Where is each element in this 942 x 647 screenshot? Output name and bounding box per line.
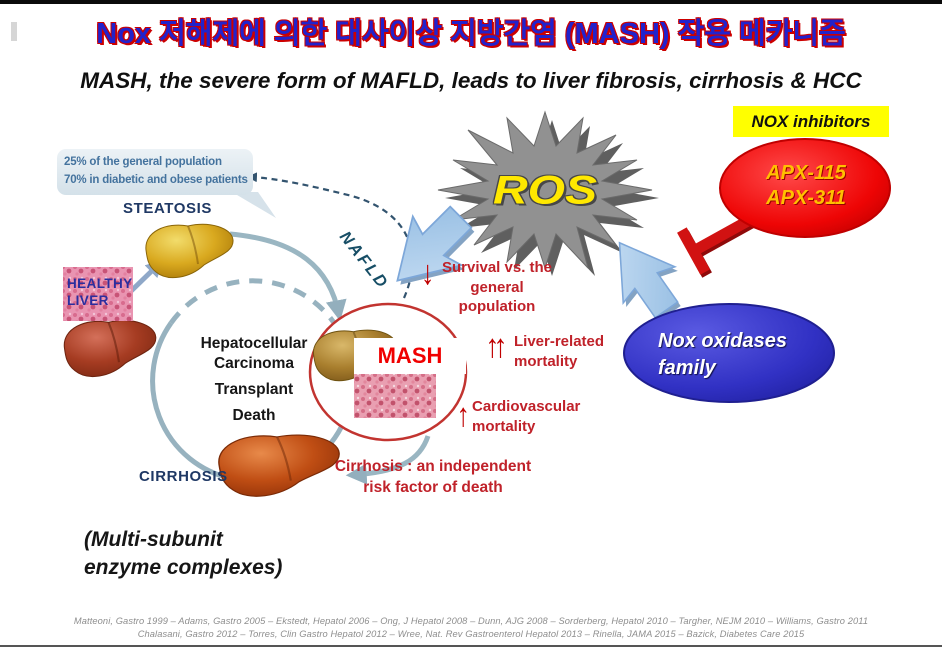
healthy-liver-histology-image bbox=[63, 267, 133, 321]
apx-311-label: APX-311 bbox=[766, 187, 846, 209]
ros-label: ROS bbox=[492, 168, 598, 213]
cirrhosis-label: CIRRHOSIS bbox=[139, 468, 228, 485]
double-up-arrow-icon: ↑↑ bbox=[485, 327, 507, 364]
cardiovascular-mortality-note: Cardiovascular mortality bbox=[472, 398, 581, 435]
survival-note: Survival vs. the general population bbox=[441, 259, 553, 315]
cirrhosis-liver-icon bbox=[218, 434, 340, 497]
nox-family-ellipse bbox=[623, 303, 835, 403]
cycle-line-3: Transplant bbox=[214, 381, 294, 398]
liver-mortality-note: Liver-related mortality bbox=[514, 333, 605, 370]
apx-compounds-label: APX-115 APX-311 bbox=[720, 161, 892, 211]
down-arrow-icon: ↓ bbox=[420, 254, 435, 292]
cycle-line-1: Hepatocellular bbox=[200, 335, 308, 352]
prevalence-line-1: 25% of the general population bbox=[64, 156, 222, 168]
ros-starburst-icon bbox=[437, 110, 659, 276]
steatosis-to-mash-arrow bbox=[229, 231, 347, 322]
mash-label-box: MASH bbox=[354, 338, 466, 374]
nox-inhibitors-box: NOX inhibitors bbox=[733, 106, 889, 137]
healthy-liver-icon bbox=[63, 320, 157, 378]
cycle-line-2: Carcinoma bbox=[213, 355, 295, 372]
top-border-rule bbox=[0, 0, 942, 4]
nox-family-label: Nox oxidases family bbox=[658, 330, 787, 379]
nox-inhibitors-label: NOX inhibitors bbox=[751, 111, 871, 131]
prevalence-tooltip: 25% of the general population 70% in dia… bbox=[57, 149, 253, 195]
mash-histology-image bbox=[354, 372, 436, 418]
references-line-1: Matteoni, Gastro 1999 – Adams, Gastro 20… bbox=[73, 616, 869, 626]
multi-subunit-note: (Multi-subunit enzyme complexes) bbox=[84, 528, 283, 579]
slide-subtitle: MASH, the severe form of MAFLD, leads to… bbox=[80, 68, 862, 93]
steatosis-liver-icon bbox=[145, 223, 234, 279]
healthy-liver-label: HEALTHY LIVER bbox=[67, 276, 133, 308]
slide-title: Nox 저해제에 의한 대사이상 지방간염 (MASH) 작용 메카니즘 bbox=[96, 18, 846, 50]
cycle-outcomes-label: Hepatocellular Carcinoma Transplant Deat… bbox=[166, 334, 342, 426]
cirrhosis-risk-note: Cirrhosis : an independent risk factor o… bbox=[334, 458, 532, 496]
prevalence-line-2: 70% in diabetic and obese patients bbox=[64, 173, 248, 186]
cycle-line-4: Death bbox=[232, 407, 276, 424]
title-bullet bbox=[11, 22, 17, 41]
tooltip-tail bbox=[232, 192, 276, 218]
mash-to-cirrhosis-arrow bbox=[345, 435, 431, 485]
bottom-border-rule bbox=[0, 645, 942, 647]
up-arrow-icon: ↑ bbox=[456, 396, 470, 433]
references-line-2: Chalasani, Gastro 2012 – Torres, Clin Ga… bbox=[137, 629, 805, 639]
apx-115-label: APX-115 bbox=[766, 162, 846, 184]
steatosis-label: STEATOSIS bbox=[123, 200, 213, 217]
mash-label: MASH bbox=[377, 343, 443, 368]
apx-inhibitors-ellipse bbox=[719, 138, 891, 238]
